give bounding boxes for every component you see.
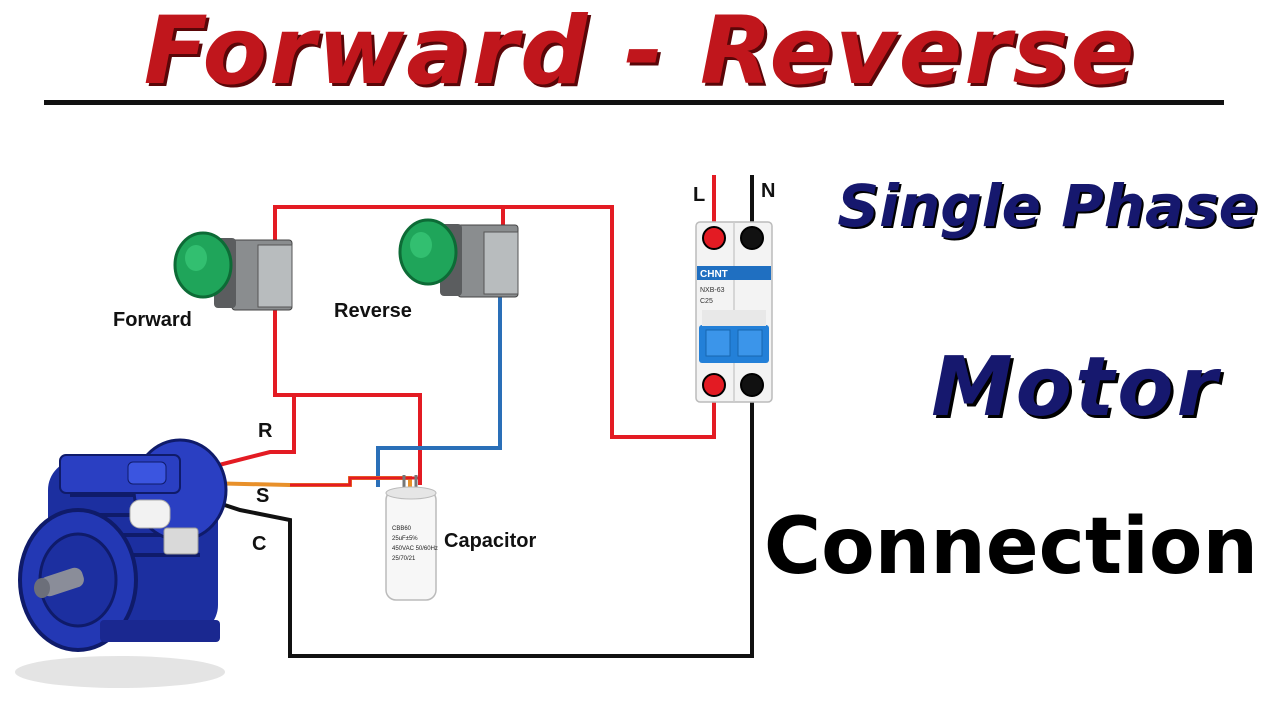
reverse-pushbutton xyxy=(398,218,519,298)
breaker-model: NXB-63 xyxy=(700,287,725,294)
wire-black-c xyxy=(159,395,754,658)
wire-blue-reverse xyxy=(376,295,502,487)
breaker-terminal-l-bottom xyxy=(702,373,726,397)
label-l: L xyxy=(693,184,706,206)
title-underline xyxy=(44,100,1224,105)
capacitor-line3: 450VAC 50/60Hz xyxy=(392,546,438,552)
capacitor: CBB60 25uF±5% 450VAC 50/60Hz 25/70/21 xyxy=(385,475,438,601)
label-r: R xyxy=(258,420,273,442)
label-capacitor: Capacitor xyxy=(444,530,537,552)
breaker-terminal-l-top xyxy=(702,226,726,250)
label-forward: Forward xyxy=(113,309,192,331)
capacitor-line4: 25/70/21 xyxy=(392,556,416,562)
breaker-terminal-n-bottom xyxy=(740,373,764,397)
subtitle-motor: Motor xyxy=(931,340,1220,435)
wire-red-top xyxy=(273,205,716,439)
capacitor-line1: CBB60 xyxy=(392,526,412,532)
main-title: Forward - Reverse xyxy=(143,0,1137,106)
breaker-brand: CHNT xyxy=(700,269,728,280)
wire-red-forward-out xyxy=(273,305,422,485)
subtitle-single-phase: Single Phase xyxy=(837,172,1258,240)
circuit-breaker: CHNT NXB-63 C25 xyxy=(695,221,773,403)
label-reverse: Reverse xyxy=(334,300,412,322)
breaker-terminal-n-top xyxy=(740,226,764,250)
capacitor-line2: 25uF±5% xyxy=(392,536,418,542)
motor xyxy=(15,438,228,688)
label-n: N xyxy=(761,180,776,202)
forward-pushbutton xyxy=(173,231,293,311)
label-s: S xyxy=(256,485,270,507)
subtitle-connection: Connection xyxy=(763,502,1258,592)
breaker-rating: C25 xyxy=(700,298,713,305)
label-c: C xyxy=(252,533,267,555)
wire-red-s-cap xyxy=(290,476,420,487)
